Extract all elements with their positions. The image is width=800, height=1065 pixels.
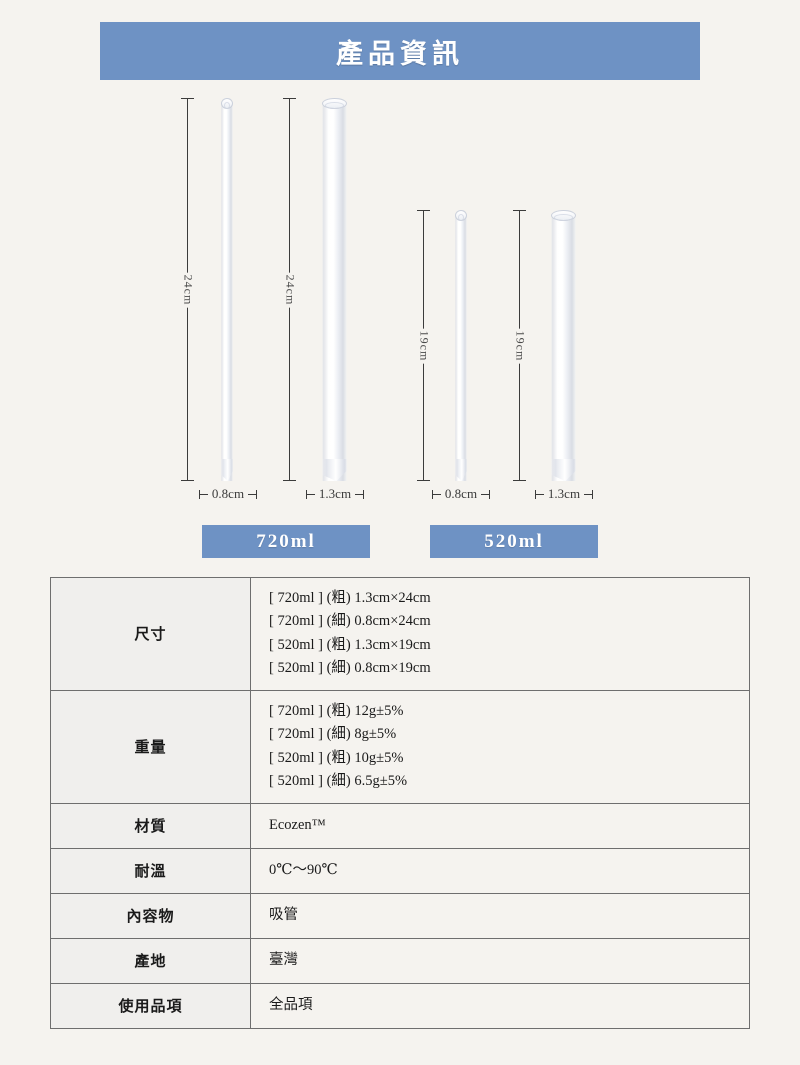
spec-line: 0℃～90℃: [269, 862, 338, 879]
straw-top-rim: [322, 98, 347, 109]
width-tick-left-icon: [305, 489, 315, 499]
straw-tube: [455, 210, 467, 481]
length-dimension-720-thin: 24cm: [177, 98, 199, 481]
product-diagram: 24cm 0.8cm 24cm: [0, 85, 800, 570]
width-tick-left-icon: [198, 489, 208, 499]
spec-label-contents: 內容物: [50, 892, 251, 939]
straw-top-rim: [455, 210, 467, 221]
spec-line: [ 720ml ] (細) 0.8cm×24cm: [269, 613, 431, 630]
length-label: 24cm: [177, 272, 199, 307]
spec-label-temperature: 耐溫: [50, 847, 251, 894]
width-tick-right-icon: [355, 489, 365, 499]
straw-bevel-cut: [322, 459, 347, 481]
spec-line: 臺灣: [269, 952, 298, 969]
page-title: 產品資訊: [336, 38, 464, 69]
width-label: 1.3cm: [547, 486, 581, 501]
width-label: 0.8cm: [211, 486, 245, 501]
spec-label-applicable-items: 使用品項: [50, 982, 251, 1029]
table-row: 重量 [ 720ml ] (粗) 12g±5% [ 720ml ] (細) 8g…: [50, 689, 750, 804]
straw-bevel-cut: [551, 459, 576, 481]
length-label: 24cm: [279, 272, 301, 307]
spec-line: [ 720ml ] (粗) 12g±5%: [269, 702, 404, 719]
straw-top-rim-inner: [554, 214, 573, 221]
spec-value-temperature: 0℃～90℃: [250, 847, 750, 894]
length-label: 19cm: [413, 328, 435, 363]
straw-top-rim-inner: [325, 102, 344, 109]
table-row: 材質 Ecozen™: [50, 802, 750, 849]
spec-value-contents: 吸管: [250, 892, 750, 939]
straw-tube: [322, 98, 347, 481]
straw-bevel-face: [455, 459, 467, 481]
straw-top-rim: [551, 210, 576, 221]
spec-line: 吸管: [269, 907, 298, 924]
straw-720-thick: [322, 98, 347, 481]
straw-bevel-cut: [221, 459, 233, 481]
straw-tube: [551, 210, 576, 481]
width-tick-left-icon: [431, 489, 441, 499]
straw-top-rim-inner: [224, 102, 230, 109]
straw-bevel-cut: [455, 459, 467, 481]
spec-value-applicable-items: 全品項: [250, 982, 750, 1029]
straw-520-thick: [551, 210, 576, 481]
width-tick-left-icon: [534, 489, 544, 499]
spec-line: [ 520ml ] (細) 6.5g±5%: [269, 773, 408, 790]
length-dimension-520-thick: 19cm: [509, 210, 531, 481]
spec-label-origin: 產地: [50, 937, 251, 984]
width-dimension-520-thin: 0.8cm: [430, 486, 492, 502]
width-dimension-520-thick: 1.3cm: [528, 486, 600, 502]
spec-value-size: [ 720ml ] (粗) 1.3cm×24cm [ 720ml ] (細) 0…: [250, 577, 750, 691]
spec-line: [ 520ml ] (粗) 1.3cm×19cm: [269, 636, 431, 653]
width-dimension-720-thin: 0.8cm: [197, 486, 259, 502]
width-label: 0.8cm: [444, 486, 478, 501]
dimension-cap-bottom: [417, 480, 430, 481]
straw-bevel-face: [551, 459, 576, 481]
straw-720-thin: [221, 98, 233, 481]
dimension-cap-bottom: [181, 480, 194, 481]
page-header-banner: 產品資訊: [100, 22, 700, 80]
width-tick-right-icon: [248, 489, 258, 499]
width-dimension-720-thick: 1.3cm: [299, 486, 371, 502]
dimension-cap-bottom: [513, 480, 526, 481]
straw-520-thin: [455, 210, 467, 481]
dimension-cap-bottom: [283, 480, 296, 481]
spec-value-material: Ecozen™: [250, 802, 750, 849]
volume-badge-520ml: 520ml: [430, 525, 598, 558]
length-dimension-720-thick: 24cm: [279, 98, 301, 481]
spec-line: [ 720ml ] (細) 8g±5%: [269, 726, 397, 743]
spec-line: 全品項: [269, 997, 313, 1014]
spec-line: Ecozen™: [269, 817, 326, 834]
straw-bevel-face: [221, 459, 233, 481]
volume-badge-720ml: 720ml: [202, 525, 370, 558]
width-label: 1.3cm: [318, 486, 352, 501]
spec-label-weight: 重量: [50, 689, 251, 804]
table-row: 尺寸 [ 720ml ] (粗) 1.3cm×24cm [ 720ml ] (細…: [50, 577, 750, 691]
table-row: 內容物 吸管: [50, 892, 750, 939]
spec-value-origin: 臺灣: [250, 937, 750, 984]
table-row: 產地 臺灣: [50, 937, 750, 984]
length-dimension-520-thin: 19cm: [413, 210, 435, 481]
table-row: 耐溫 0℃～90℃: [50, 847, 750, 894]
width-tick-right-icon: [584, 489, 594, 499]
straw-tube: [221, 98, 233, 481]
straw-bevel-face: [322, 459, 347, 481]
spec-line: [ 520ml ] (細) 0.8cm×19cm: [269, 660, 431, 677]
width-tick-right-icon: [481, 489, 491, 499]
spec-line: [ 720ml ] (粗) 1.3cm×24cm: [269, 590, 431, 606]
product-spec-table: 尺寸 [ 720ml ] (粗) 1.3cm×24cm [ 720ml ] (細…: [50, 577, 750, 1029]
spec-label-size: 尺寸: [50, 577, 251, 691]
spec-value-weight: [ 720ml ] (粗) 12g±5% [ 720ml ] (細) 8g±5%…: [250, 689, 750, 804]
table-row: 使用品項 全品項: [50, 982, 750, 1029]
length-label: 19cm: [509, 328, 531, 363]
spec-line: [ 520ml ] (粗) 10g±5%: [269, 749, 404, 766]
straw-top-rim-inner: [458, 214, 464, 221]
spec-label-material: 材質: [50, 802, 251, 849]
straw-top-rim: [221, 98, 233, 109]
